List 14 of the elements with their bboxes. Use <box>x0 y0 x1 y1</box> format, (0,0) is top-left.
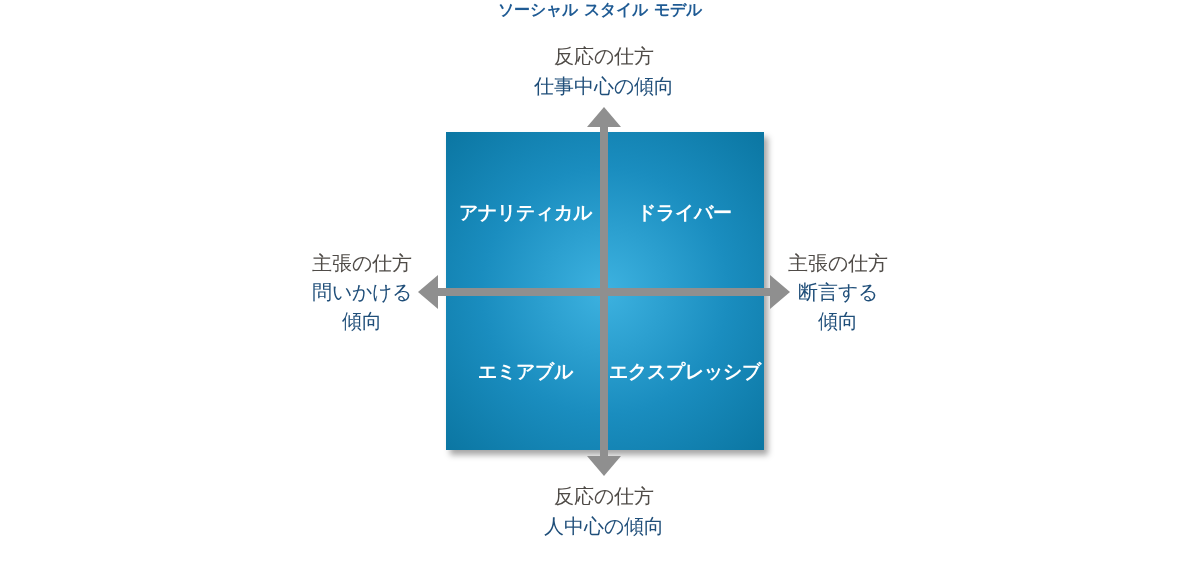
quadrant-title: エミアブル <box>478 358 573 383</box>
axis-title: 反応の仕方 <box>554 483 654 510</box>
quadrant-tile <box>605 132 764 291</box>
axis-title: 反応の仕方 <box>554 43 654 70</box>
quadrant-title: アナリティカル <box>459 199 592 224</box>
diagram-title: ソーシャル スタイル モデル <box>498 0 702 20</box>
quadrant-title: エクスプレッシブ <box>608 358 761 383</box>
axis-pole-label: 断言する傾向 <box>797 279 879 335</box>
axis-title: 主張の仕方 <box>312 250 412 277</box>
quadrant-title: ドライバー <box>637 199 732 224</box>
axis-pole-label: 仕事中心の傾向 <box>534 73 674 100</box>
axis-pole-label: 問いかける傾向 <box>311 279 413 335</box>
axis-pole-label: 人中心の傾向 <box>544 513 664 540</box>
axis-title: 主張の仕方 <box>788 250 888 277</box>
